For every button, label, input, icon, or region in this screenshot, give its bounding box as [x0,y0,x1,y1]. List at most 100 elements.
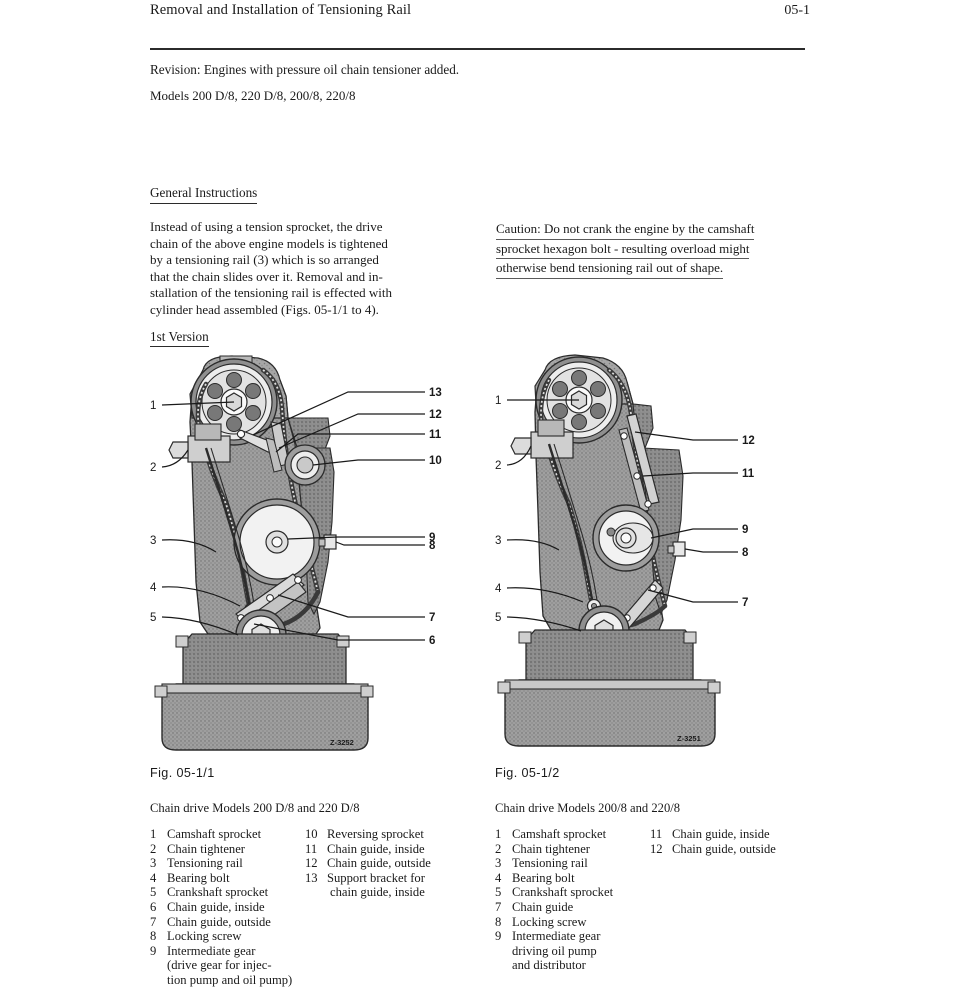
callout-leaders-right-r [634,431,738,603]
intermediate-gear-bore [271,536,283,548]
legend-text: Bearing bolt [167,870,230,885]
legend-text: Chain guide, outside [327,856,431,871]
chain-guide-rail-pivot-mid [633,472,641,480]
oil-pan-lug-right-r [707,681,721,694]
legend-continuation: tion pump and oil pump) [167,972,293,987]
chain-tightener-hex-plug [168,441,189,459]
callout-r-left-5: 5 [495,612,501,624]
page-number: 05-1 [784,3,810,18]
callout-left-3: 3 [150,535,156,547]
legend-text: Chain guide, inside [327,841,425,856]
figure-left-engine-diagram: Z-3252 1 2 3 4 5 [148,352,478,762]
callout-left-1: 1 [150,400,156,412]
legend-item: 1 Camshaft sprocket [150,827,292,842]
callout-right-13: 13 [429,387,442,399]
legend-left-title: Chain drive Models 200 D/8 and 220 D/8 [150,801,360,815]
legend-num: 3 [495,856,502,871]
chain-tightener-hex-plug-r [510,437,532,455]
callout-leaders-left [161,401,241,636]
legend-num: 3 [150,856,157,871]
chain-guide-pivot-mid [266,594,274,602]
legend-text: Chain tightener [167,841,245,856]
legend-num: 8 [150,929,157,944]
tensioning-rail-edge [210,447,255,605]
legend-num: 2 [495,841,502,856]
photo-code-right: Z-3251 [677,734,701,743]
legend-item: 7 Chain guide, outside [150,915,292,930]
instructions-line-6: cylinder head assembled (Figs. 05-1/1 to… [150,301,379,317]
legend-text: Chain guide, outside [167,914,271,929]
legend-num: 5 [495,885,502,900]
oil-pan-sump-r [504,679,716,747]
camshaft-sprocket-bolt-holes [207,372,261,432]
instructions-line-1: Instead of using a tension sprocket, the… [150,219,383,234]
legend-num: 7 [150,914,157,929]
revision-note: Revision: Engines with pressure oil chai… [150,62,460,77]
callout-r-left-2: 2 [495,460,501,472]
instructions-line-5: stallation of the tensioning rail is eff… [150,285,393,301]
legend-num: 12 [305,856,318,871]
locking-screw-head-r [672,541,686,557]
engine-cross-section-right: Z-3251 1 2 3 4 5 [495,354,755,747]
callout-leaders-right [252,391,425,641]
callout-left-2: 2 [150,462,156,474]
legend-num: 1 [150,827,157,841]
callout-numbers-right-r: 12 11 9 8 7 [742,435,755,609]
legend-item: 4 Bearing bolt [150,871,292,886]
legend-text: Locking screw [512,914,587,929]
legend-text: Crankshaft sprocket [512,885,614,900]
legend-item: 12 Chain guide, outside [650,842,776,857]
legend-item: 3 Tensioning rail [150,856,292,871]
callout-r-right-9: 9 [742,524,748,536]
legend-num: 5 [150,885,157,900]
legend-item: 8 Locking screw [150,929,292,944]
legend-text: Tensioning rail [167,856,243,871]
photo-code-left: Z-3252 [330,738,354,747]
callout-leaders-left-r [506,399,584,632]
oil-pan-flange [161,683,369,694]
legend-text: Chain guide [512,899,574,914]
legend-continuation: driving oil pump [512,943,597,958]
locking-screw-shank [318,538,326,547]
general-instructions-heading: General Instructions [150,185,258,204]
intermediate-gear-oil-hole [606,527,616,537]
legend-num: 2 [150,841,157,856]
page-title: Removal and Installation of Tensioning R… [150,2,412,18]
oil-pan-flange-r [504,679,716,690]
instructions-line-4: that the chain slides over it. Removal a… [150,268,383,284]
legend-text: Locking screw [167,929,242,944]
figure-caption-left: Fig. 05-1/1 [150,766,215,780]
legend-text: Camshaft sprocket [512,827,607,841]
oil-pan-lug-left-r [497,681,511,694]
callout-right-10: 10 [429,455,442,467]
reversing-sprocket-bore [296,456,314,474]
legend-item: 5 Crankshaft sprocket [495,885,613,900]
legend-text: Chain guide, outside [672,841,776,856]
legend-right-title: Chain drive Models 200/8 and 220/8 [495,801,681,815]
chain-guide-rail-pivot-top [620,432,628,440]
legend-num: 4 [150,870,157,885]
oil-pan-lug-left [154,685,168,698]
legend-text: Intermediate gear [512,929,601,944]
legend-text: Camshaft sprocket [167,827,262,841]
oil-pan-sump [161,683,369,751]
models-list: Models 200 D/8, 220 D/8, 200/8, 220/8 [150,88,356,103]
chain-tightener-upper-block [194,423,222,441]
legend-text: Tensioning rail [512,856,588,871]
legend-num: 11 [650,827,663,841]
callout-r-right-12: 12 [742,435,755,447]
figure-caption-right: Fig. 05-1/2 [495,766,560,780]
legend-num: 12 [650,841,663,856]
